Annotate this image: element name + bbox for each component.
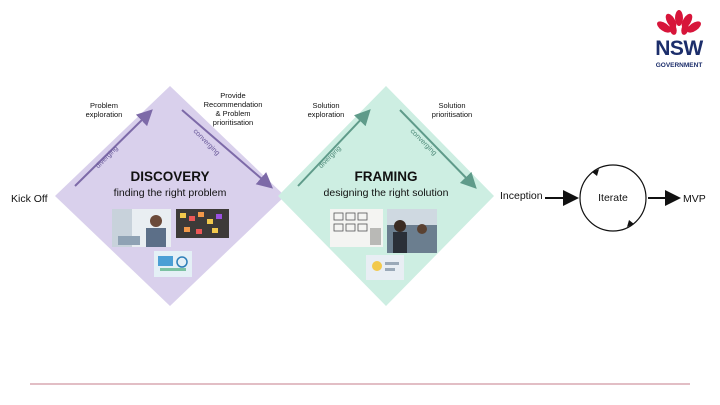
nsw-logo-sub: GOVERNMENT <box>655 62 703 69</box>
kickoff-label: Kick Off <box>11 193 48 205</box>
framing-diverging-arrow <box>297 109 371 187</box>
iterate-cycle-arrowhead-bottom <box>627 220 634 227</box>
mvp-label: MVP <box>683 193 706 205</box>
discovery-diverging-arrow <box>74 109 153 187</box>
nsw-logo-name: NSW <box>655 37 703 60</box>
framing-title: FRAMING <box>354 169 418 184</box>
discovery-right-step-label: Provide Recommendation & Problem priorit… <box>203 91 263 127</box>
discovery-title: DISCOVERY <box>130 169 210 184</box>
nsw-waratah-logo <box>657 10 701 35</box>
discovery-photo-analytics <box>154 251 192 277</box>
framing-photo-wireframes <box>330 209 383 247</box>
framing-converging-arrow <box>399 109 477 189</box>
inception-label: Inception <box>500 190 543 202</box>
framing-photo-team <box>387 209 437 253</box>
framing-photo-idea <box>366 255 404 280</box>
discovery-photo-sticky-notes <box>176 209 229 238</box>
iterate-cycle <box>579 164 647 232</box>
iterate-label: Iterate <box>598 192 628 204</box>
discovery-diamond <box>55 86 285 306</box>
framing-diamond <box>278 86 494 306</box>
discovery-converging-arrow <box>181 109 274 189</box>
discovery-photo-meeting <box>112 209 171 247</box>
framing-subtitle: designing the right solution <box>323 187 449 199</box>
discovery-subtitle: finding the right problem <box>113 187 227 199</box>
discovery-left-step-label: Problem exploration <box>85 101 123 119</box>
framing-right-step-label: Solution prioritisation <box>431 101 473 119</box>
framing-left-step-label: Solution exploration <box>307 101 345 119</box>
iterate-cycle-arrowhead-top <box>592 169 599 176</box>
